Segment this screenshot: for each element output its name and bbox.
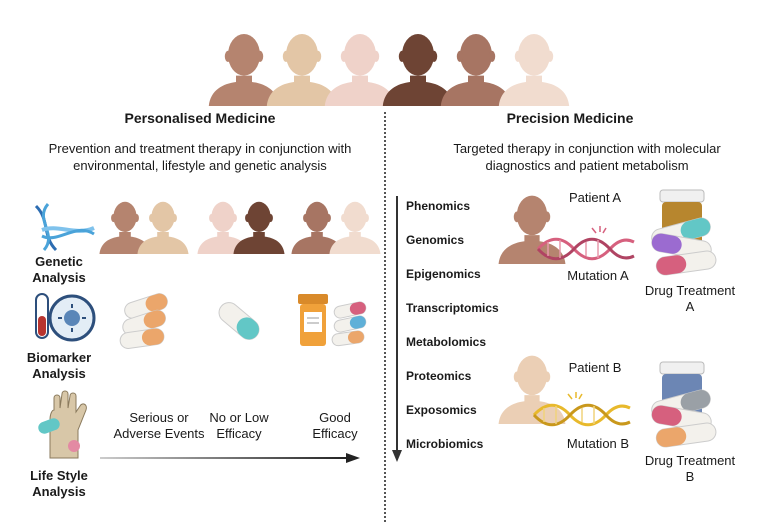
- omic-microbiomics: Microbiomics: [406, 437, 484, 451]
- lifestyle-icon: [38, 390, 87, 459]
- personalised-title: Personalised Medicine: [124, 110, 276, 126]
- mutation-b-dna-icon: [532, 392, 631, 427]
- outcome-adverse-events: Serious or Adverse Events: [113, 410, 205, 441]
- mutation-a-label: Mutation A: [567, 268, 629, 283]
- omic-proteomics: Proteomics: [406, 369, 472, 383]
- patient-b-label: Patient B: [568, 360, 622, 375]
- personalised-description: Prevention and treatment therapy in conj…: [48, 141, 352, 173]
- omics-arrow: [392, 196, 402, 462]
- biomarker-icon: [35, 293, 96, 342]
- precision-description: Targeted therapy in conjunction with mol…: [453, 141, 721, 173]
- pill-bottle-icon: [298, 294, 367, 347]
- mutation-a-dna-icon: [536, 226, 635, 261]
- drug-treatment-b-label: Drug Treatment B: [644, 453, 736, 484]
- outcome-arrow: [100, 453, 360, 463]
- precision-title: Precision Medicine: [506, 110, 634, 126]
- dna-icon: [34, 203, 95, 252]
- biomarker-analysis-label: Biomarker Analysis: [26, 350, 92, 381]
- outcome-good-efficacy: Good Efficacy: [312, 410, 358, 441]
- mutation-b-label: Mutation B: [566, 436, 630, 451]
- people-banner: [0, 0, 784, 110]
- patient-a-label: Patient A: [568, 190, 622, 205]
- omic-exposomics: Exposomics: [406, 403, 477, 417]
- omic-transcriptomics: Transcriptomics: [406, 301, 499, 315]
- omic-metabolomics: Metabolomics: [406, 335, 487, 349]
- omic-epigenomics: Epigenomics: [406, 267, 481, 281]
- person-icon: [494, 26, 574, 106]
- genetic-analysis-label: Genetic Analysis: [32, 254, 86, 285]
- center-divider: [384, 112, 386, 522]
- drug-treatment-a-label: Drug Treatment A: [644, 283, 736, 314]
- person-icon: [326, 196, 384, 254]
- orange-capsules-icon: [119, 293, 168, 350]
- person-icon: [134, 196, 192, 254]
- outcome-low-efficacy: No or Low Efficacy: [209, 410, 269, 441]
- omic-genomics: Genomics: [406, 233, 465, 247]
- lifestyle-analysis-label: Life Style Analysis: [30, 468, 88, 499]
- person-icon: [230, 196, 288, 254]
- drug-a-icon: [651, 189, 717, 276]
- omic-phenomics: Phenomics: [406, 199, 471, 213]
- teal-capsule-icon: [218, 302, 260, 340]
- drug-b-icon: [651, 361, 717, 448]
